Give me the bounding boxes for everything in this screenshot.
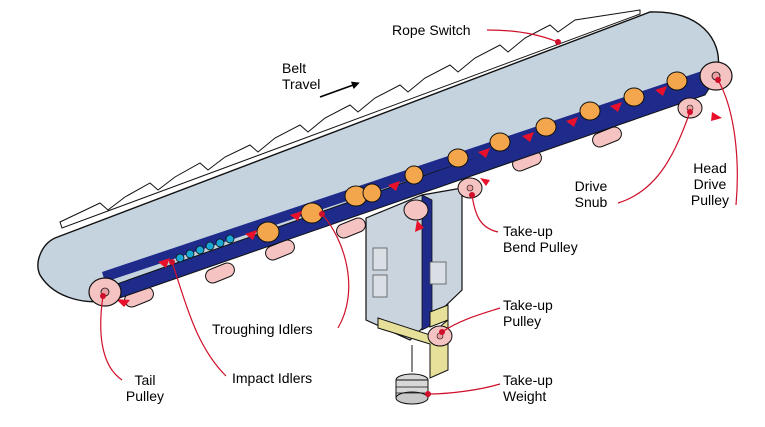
troughing-idler: [623, 87, 645, 107]
troughing-idler: [535, 117, 557, 137]
label-tail-pulley: Tail Pulley: [125, 372, 165, 404]
troughing-idler: [256, 221, 280, 243]
impact-idlers-set: [175, 234, 235, 263]
return-idler: [336, 217, 366, 239]
troughing-idler: [489, 132, 511, 152]
label-belt-travel: Belt Travel: [282, 60, 321, 92]
label-rope-switch: Rope Switch: [392, 22, 471, 38]
head-drive-pulley: [699, 61, 733, 91]
leader-lines: [100, 29, 738, 395]
takeup-pulley: [427, 325, 453, 347]
tail-pulley: [88, 277, 122, 307]
troughing-idler: [447, 148, 469, 168]
drive-snub: [677, 97, 703, 119]
troughing-idler: [362, 183, 382, 203]
label-head-drive-pulley: Head Drive Pulley: [690, 160, 730, 208]
troughing-idler: [666, 71, 688, 91]
takeup-tower: [365, 187, 463, 341]
return-idler: [205, 262, 235, 284]
return-idler: [592, 126, 622, 148]
label-takeup-bend-pulley: Take-up Bend Pulley: [503, 223, 578, 255]
troughing-idlers-set: [256, 71, 688, 243]
takeup-frame: [377, 304, 449, 379]
belt-direction-arrows: [116, 86, 722, 307]
label-impact-idlers: Impact Idlers: [232, 370, 313, 386]
label-takeup-weight: Take-up Weight: [503, 372, 553, 404]
takeup-weight: [395, 345, 429, 405]
belt-edge-skirt: [59, 9, 641, 229]
troughing-idler: [579, 101, 601, 121]
label-drive-snub: Drive Snub: [574, 178, 608, 210]
takeup-bend-pulleys: [403, 177, 483, 221]
leader-dots: [100, 39, 721, 397]
label-troughing-idlers: Troughing Idlers: [212, 321, 313, 337]
troughing-idler: [404, 165, 424, 185]
belt-travel-arrow: [319, 81, 360, 98]
label-takeup-pulley: Take-up Pulley: [503, 297, 553, 329]
